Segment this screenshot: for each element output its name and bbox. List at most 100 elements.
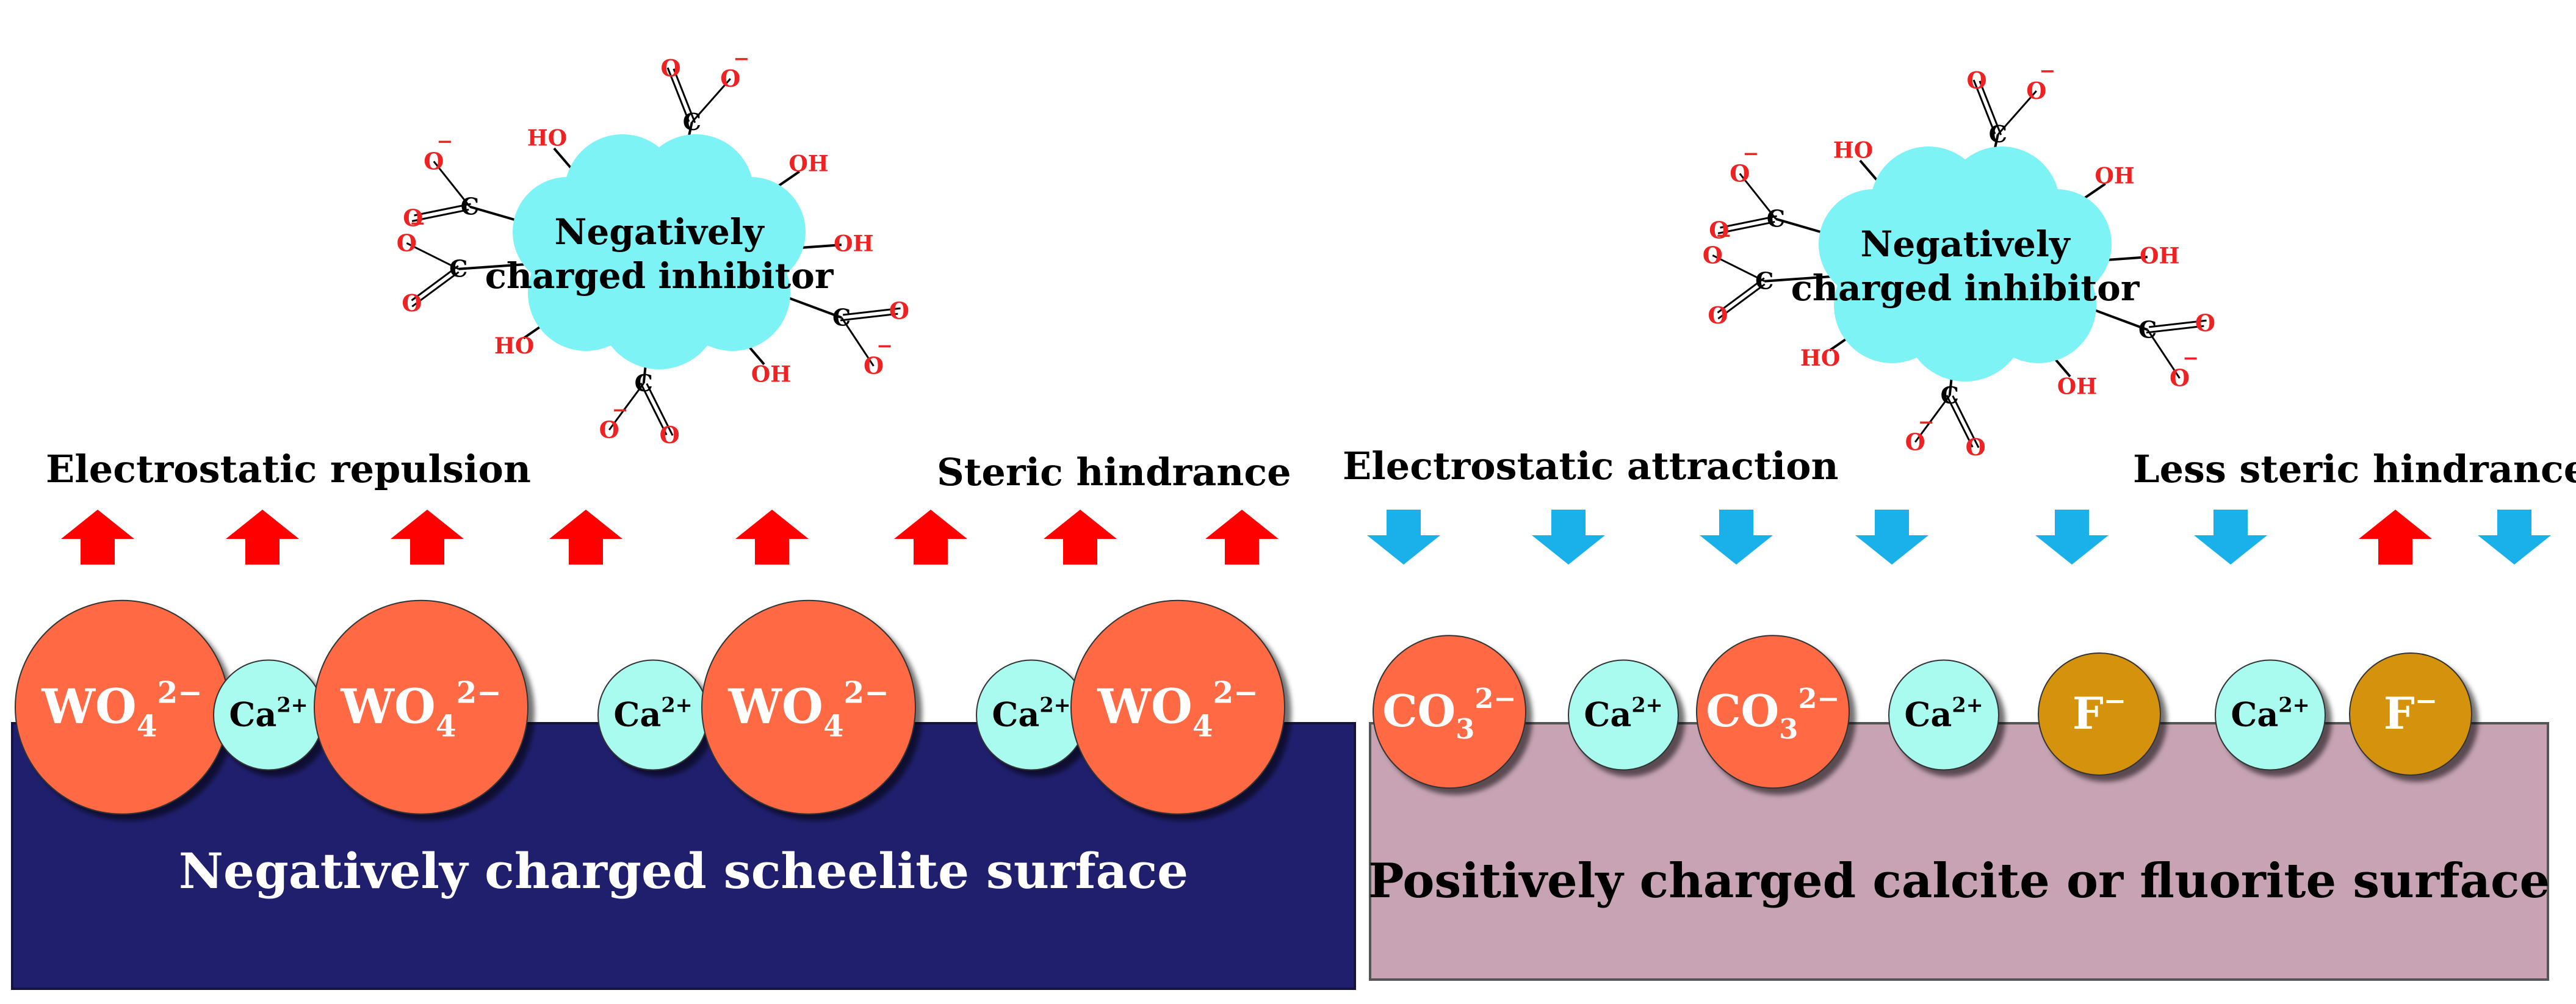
hydroxyl-label: HO [494, 333, 534, 359]
ion-circle [1696, 635, 1850, 789]
oxygen-label: O [1709, 217, 1729, 244]
oxygen-label: O [599, 416, 619, 443]
double-bond-line [2146, 325, 2204, 334]
ion-label: WO42− [41, 676, 202, 744]
oxygen-label: O [1966, 433, 1986, 461]
ion-label: WO42− [340, 676, 501, 744]
arrow-up-icon [391, 510, 464, 565]
calcium-ion: Ca2+ [213, 659, 324, 771]
calcium-ion: Ca2+ [976, 659, 1087, 771]
single-bond-line [406, 242, 459, 270]
arrow-down-icon [2035, 510, 2109, 565]
ion-label: Ca2+ [229, 693, 308, 734]
ion-label: Ca2+ [1904, 693, 1983, 734]
ion-label: CO32− [1382, 682, 1517, 745]
arrow-up-icon [2359, 510, 2432, 565]
right-arrow-row [1367, 510, 2551, 565]
arrow-up-icon [1205, 510, 1279, 565]
ion-circle [2349, 652, 2472, 776]
arrow-up-icon [226, 510, 299, 565]
single-bond-line [1712, 254, 1765, 283]
arrow-up-icon [735, 510, 809, 565]
hydroxyl-label: OH [751, 361, 791, 387]
oxygen-label: O [403, 204, 423, 232]
hydroxyl-label: OH [2140, 243, 2179, 269]
double-bond-line [1717, 220, 1775, 234]
oxygen-label: O [1730, 159, 1750, 187]
less-steric-hindrance-label: Less steric hindrance [2133, 447, 2576, 491]
single-bond-line [608, 383, 644, 431]
calcium-ion: Ca2+ [2215, 659, 2326, 771]
left-ion-row: WO42−Ca2+WO42−Ca2+WO42−Ca2+WO42− [15, 599, 1285, 815]
right-panel: Positively charged calcite or fluorite s… [1343, 59, 2576, 981]
oxygen-label: O [397, 229, 417, 256]
left-inhibitor-molecule: HOCOO−OHCOO−OHCOO−COO−HOOHCOO−Negatively… [397, 47, 909, 449]
ion-circle [2038, 652, 2161, 776]
hydroxyl-label: OH [834, 231, 873, 256]
hydroxyl-label: HO [1800, 345, 1840, 371]
oxygen-label: O [660, 421, 680, 449]
ion-circle [314, 599, 529, 815]
charge-label: − [1742, 142, 1759, 165]
hydroxyl-label: OH [788, 151, 828, 176]
tungstate-ion: WO42− [15, 599, 229, 815]
hydroxyl-label: OH [2057, 374, 2097, 399]
ion-circle [1070, 599, 1285, 815]
hydroxyl-group: OH [738, 151, 829, 214]
oxygen-label: O [660, 54, 680, 82]
double-bond-line [1979, 81, 2002, 135]
cloud-puff [1874, 177, 2057, 360]
charge-label: − [2182, 347, 2199, 370]
ion-circle [1373, 635, 1526, 789]
calcium-ion: Ca2+ [1568, 659, 1679, 771]
ion-circle [2215, 659, 2326, 771]
ion-label: Ca2+ [613, 693, 692, 734]
single-bond-line [1914, 395, 1950, 443]
arrow-up-icon [894, 510, 967, 565]
oxygen-label: O [1966, 67, 1986, 94]
ion-circle [1888, 659, 1999, 771]
electrostatic-attraction-label: Electrostatic attraction [1343, 444, 1839, 488]
double-bond-line [1717, 277, 1765, 314]
hydroxyl-label: OH [2094, 163, 2134, 189]
oxygen-label: O [402, 289, 422, 317]
carbonate-ion: CO32− [1373, 635, 1526, 789]
right-inhibitor-molecule: HOCOO−OHCOO−OHCOO−COO−HOOHCOO−Negatively… [1703, 59, 2215, 461]
charge-label: − [733, 47, 749, 70]
ion-label: WO42− [1097, 676, 1258, 744]
tungstate-ion: WO42− [314, 599, 529, 815]
double-bond-line [1972, 79, 1996, 134]
double-bond-line [1720, 215, 1777, 229]
hydroxyl-label: HO [1833, 138, 1873, 164]
ion-label: F− [2384, 685, 2438, 739]
carboxylate-group: COO− [1703, 223, 1862, 329]
arrow-up-icon [1044, 510, 1117, 565]
charge-label: − [612, 398, 629, 421]
oxygen-label: O [864, 352, 884, 380]
ion-label: Ca2+ [2231, 693, 2309, 734]
double-bond-line [646, 383, 674, 436]
single-bond-line [840, 317, 875, 367]
fluoride-ion: F− [2349, 652, 2472, 776]
carboxylate-group: COO− [403, 129, 562, 235]
charge-label: − [876, 334, 893, 358]
double-bond-line [2149, 319, 2207, 328]
ion-label: CO32− [1706, 682, 1840, 745]
ion-label: F− [2073, 685, 2127, 739]
oxygen-label: O [1703, 241, 1723, 269]
arrow-down-icon [1532, 510, 1605, 565]
tungstate-ion: WO42− [701, 599, 916, 815]
double-bond-line [640, 382, 668, 436]
single-bond-line [1997, 90, 2037, 135]
arrow-up-icon [61, 510, 134, 565]
left-arrow-row [61, 510, 1279, 565]
double-bond-line [1717, 283, 1766, 320]
tungstate-ion: WO42− [1070, 599, 1285, 815]
ion-circle [1568, 659, 1679, 771]
double-bond-line [1952, 395, 1980, 449]
carbonate-ion: CO32− [1696, 635, 1850, 789]
oxygen-label: O [720, 65, 740, 92]
